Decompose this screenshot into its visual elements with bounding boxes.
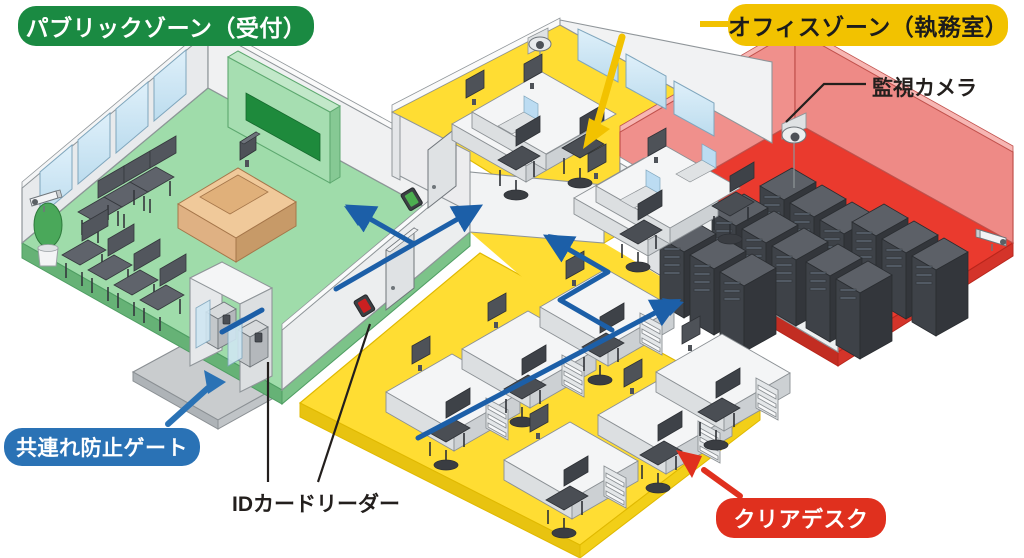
reception-counter — [177, 131, 297, 263]
waiting-chairs — [61, 135, 187, 331]
security-gates[interactable] — [188, 261, 274, 393]
clear-desks — [385, 250, 791, 539]
pointer-arrow-office — [583, 21, 728, 149]
leader-camera — [785, 82, 866, 123]
label-surveillance-camera: 監視カメラ — [872, 77, 977, 100]
badge-clear-desk: クリアデスク — [716, 498, 886, 538]
pointer-arrow-gate — [165, 370, 226, 427]
plant — [33, 202, 63, 267]
camera-reception-wall — [29, 189, 63, 212]
badge-public-zone: パブリックゾーン（受付） — [18, 6, 314, 46]
occupied-desk-cluster-left — [451, 53, 617, 201]
pointer-arrow-clear-desk — [676, 450, 743, 499]
camera-server-wall — [975, 228, 1007, 251]
occupied-desk-cluster-right — [573, 127, 755, 273]
camera-server-ceiling — [781, 112, 807, 188]
badge-office-zone: オフィスゾーン（執務室） — [728, 4, 1008, 46]
label-id-card-reader: IDカードリーダー — [232, 493, 400, 516]
flow-arrow-heads — [344, 206, 684, 316]
leader-card-reader — [266, 323, 372, 483]
badge-security-gate: 共連れ防止ゲート — [4, 428, 200, 466]
flow-arrows — [219, 204, 682, 441]
